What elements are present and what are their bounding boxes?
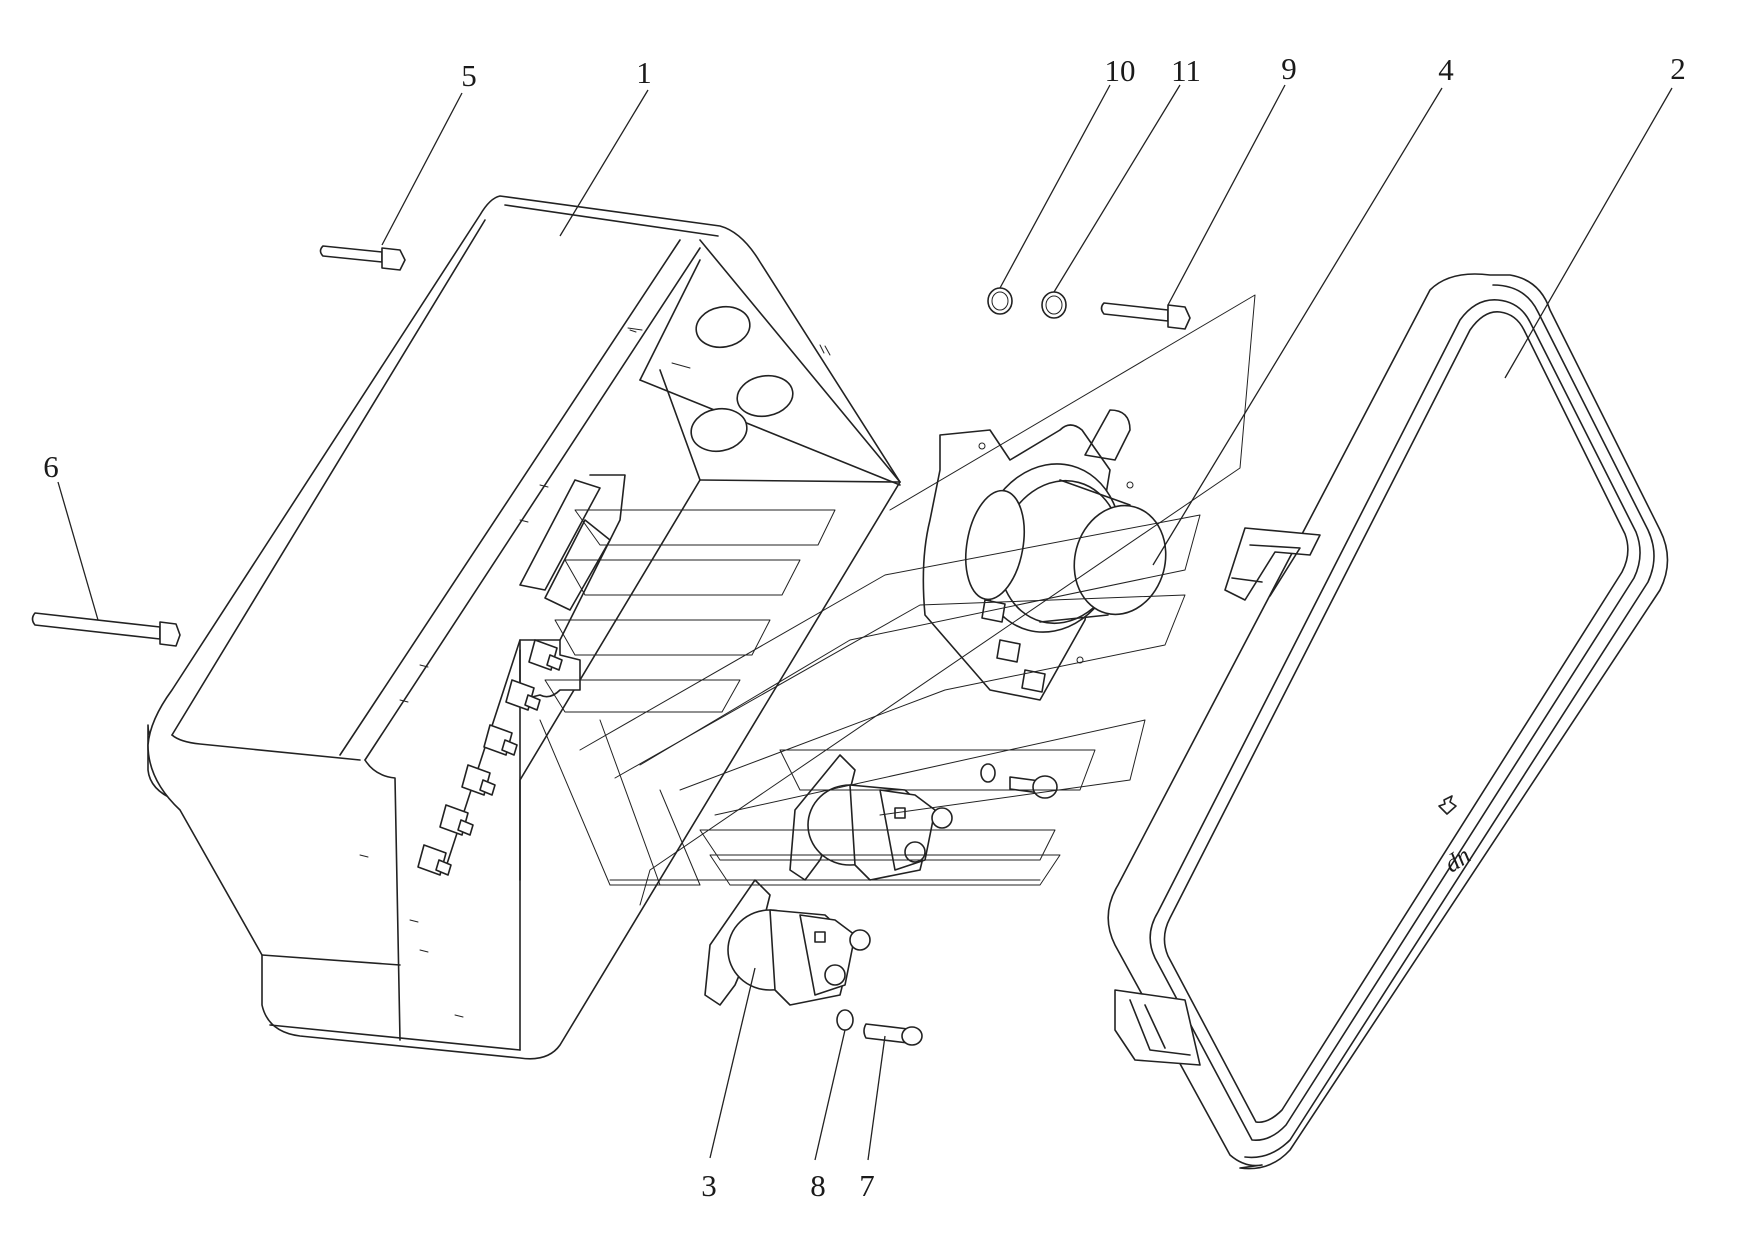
- callout-7: 7: [859, 1168, 875, 1203]
- callout-1: 1: [636, 55, 652, 90]
- leader-10: [999, 84, 1111, 289]
- callout-2: 2: [1670, 51, 1686, 86]
- bolt-5: [319, 245, 406, 271]
- washer-11: [1041, 291, 1067, 319]
- main-contactor: [922, 409, 1167, 701]
- callout-10: 10: [1105, 53, 1136, 88]
- housing-box: [147, 195, 901, 1060]
- leader-9: [1167, 84, 1286, 306]
- relay-lower: [704, 879, 871, 1006]
- leader-lines: [57, 84, 1673, 1161]
- leader-3: [709, 967, 756, 1159]
- leader-1: [559, 89, 649, 237]
- screw-7: [863, 1023, 923, 1046]
- leader-7: [867, 1035, 886, 1161]
- assembly-path-outlines: [539, 294, 1256, 906]
- leader-2: [1504, 87, 1673, 379]
- terminal-blocks: [417, 639, 563, 876]
- cover-lid: up: [1107, 273, 1669, 1170]
- callout-11: 11: [1171, 53, 1201, 88]
- callout-3: 3: [701, 1168, 717, 1203]
- cover-latch-bottom: [1114, 989, 1201, 1066]
- leader-5: [381, 92, 463, 246]
- bolt-9: [1100, 302, 1191, 330]
- cover-latch-top: [1224, 527, 1321, 601]
- callout-6: 6: [43, 449, 59, 484]
- bolt-6: [31, 612, 181, 647]
- housing-slots: [359, 329, 825, 1018]
- callout-labels: 1 2 3 4 5 6 7 8 9 10 11: [43, 51, 1686, 1203]
- screw-upper: [980, 763, 1058, 799]
- callout-5: 5: [461, 58, 477, 93]
- washer-8: [836, 1009, 854, 1031]
- up-arrow-icon: [1438, 795, 1457, 815]
- leader-6: [57, 481, 99, 621]
- callout-4: 4: [1438, 52, 1454, 87]
- leader-8: [814, 1029, 846, 1161]
- washer-10: [987, 287, 1013, 315]
- callout-8: 8: [810, 1168, 826, 1203]
- leader-4: [1152, 87, 1443, 566]
- callout-9: 9: [1281, 51, 1297, 86]
- relay-upper: [789, 754, 953, 881]
- leader-11: [1053, 84, 1181, 293]
